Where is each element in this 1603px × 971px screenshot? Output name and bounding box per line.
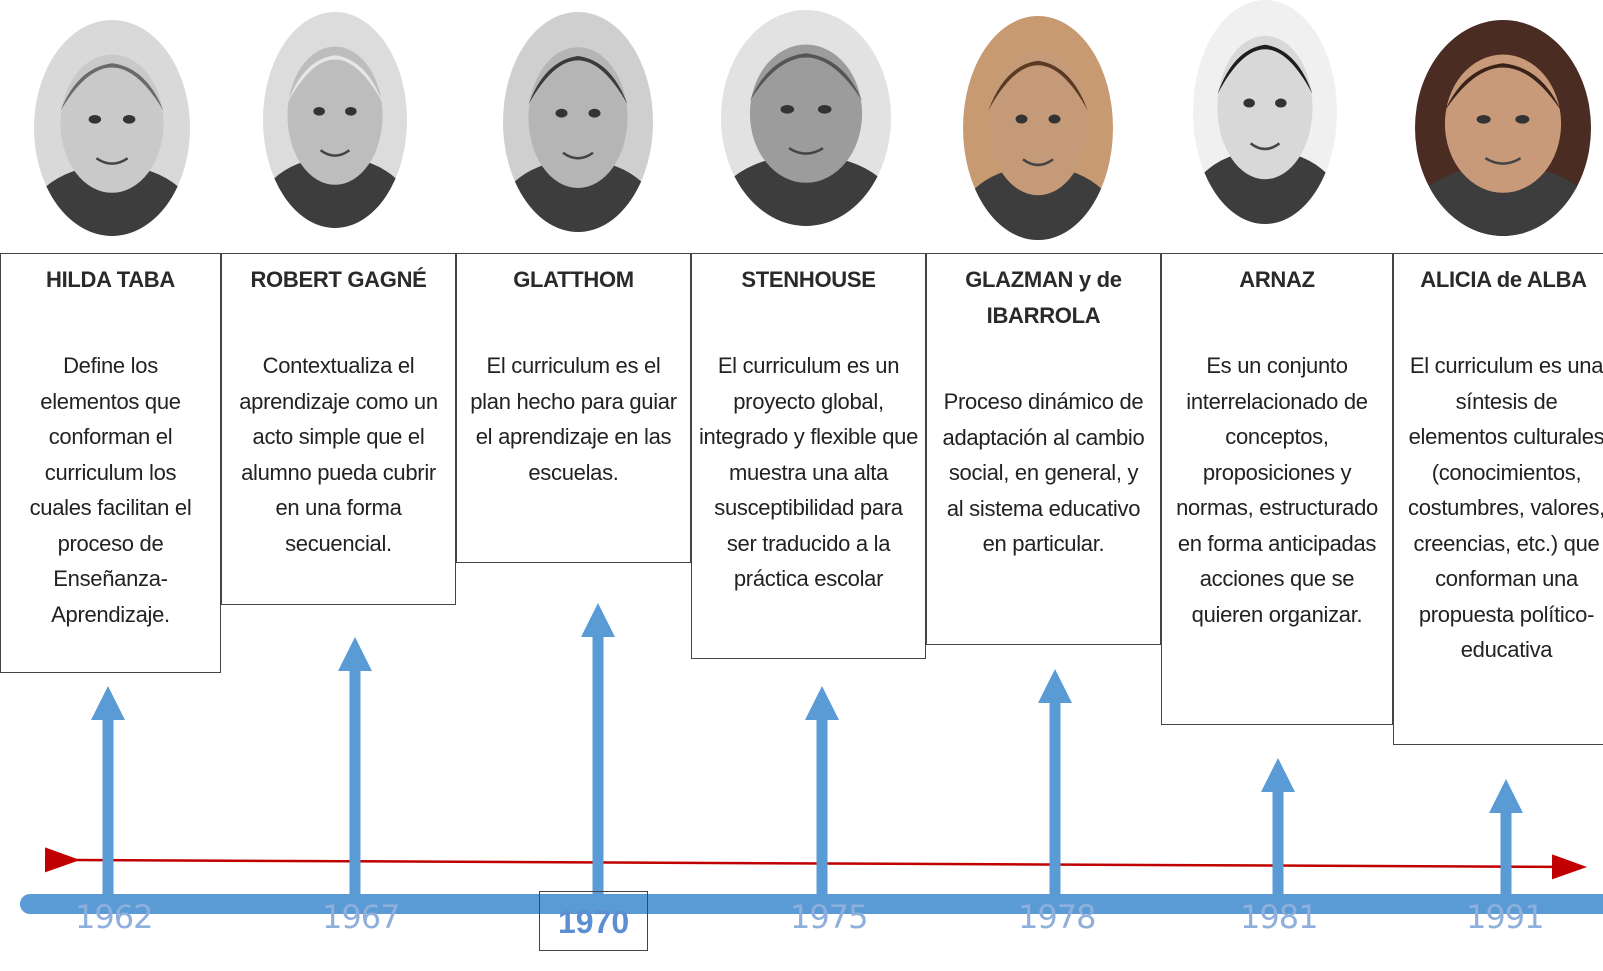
person-name: GLAZMAN y de IBARROLA [965, 267, 1122, 328]
year-label-1967: 1967 [322, 898, 400, 936]
person-card-5: GLAZMAN y de IBARROLA Proceso dinámico d… [926, 253, 1161, 645]
person-description: El curriculum es una síntesis de element… [1408, 353, 1603, 662]
person-name: ALICIA de ALBA [1420, 267, 1587, 292]
timeline-arrow-head [1038, 669, 1072, 703]
portrait-1 [34, 20, 190, 236]
person-name: STENHOUSE [741, 267, 876, 292]
person-name: HILDA TABA [46, 267, 175, 292]
person-description: Es un conjunto interrelacionado de conce… [1176, 353, 1378, 627]
portrait-2 [263, 12, 407, 228]
person-card-1: HILDA TABA Define los elementos que conf… [0, 253, 221, 673]
year-label-1975: 1975 [790, 898, 868, 936]
year-label-1981: 1981 [1240, 898, 1318, 936]
year-label-1970-highlighted: 1970 [539, 891, 649, 951]
person-description: El curriculum es un proyecto global, int… [698, 353, 919, 591]
timeline-arrow-head [1489, 779, 1523, 813]
portrait-4 [721, 10, 891, 226]
year-label-1978: 1978 [1018, 898, 1096, 936]
timeline-arrow-head [1261, 758, 1295, 792]
timeline-arrow-head [581, 603, 615, 637]
person-card-6: ARNAZ Es un conjunto interrelacionado de… [1161, 253, 1393, 725]
portrait-3 [503, 12, 653, 232]
portrait-6 [1193, 0, 1337, 224]
person-name: GLATTHOM [513, 267, 634, 292]
person-description: Define los elementos que conforman el cu… [29, 353, 192, 627]
person-description: El curriculum es el plan hecho para guia… [470, 353, 677, 485]
timeline-arrow-head [91, 686, 125, 720]
person-description: Contextualiza el aprendizaje como un act… [239, 353, 438, 556]
person-card-7: ALICIA de ALBA El curriculum es una sínt… [1393, 253, 1603, 745]
person-card-2: ROBERT GAGNÉ Contextualiza el aprendizaj… [221, 253, 456, 605]
year-label-1962: 1962 [75, 898, 153, 936]
time-direction-arrow [44, 847, 1587, 880]
person-card-3: GLATTHOM El curriculum es el plan hecho … [456, 253, 691, 563]
person-card-4: STENHOUSE El curriculum es un proyecto g… [691, 253, 926, 659]
year-label-1991: 1991 [1466, 898, 1544, 936]
timeline-arrow-head [805, 686, 839, 720]
person-description: Proceso dinámico de adaptación al cambio… [942, 389, 1145, 556]
person-name: ROBERT GAGNÉ [250, 267, 427, 292]
portrait-5 [963, 16, 1113, 240]
portrait-7 [1415, 20, 1591, 236]
person-name: ARNAZ [1239, 267, 1315, 292]
timeline-arrow-head [338, 637, 372, 671]
